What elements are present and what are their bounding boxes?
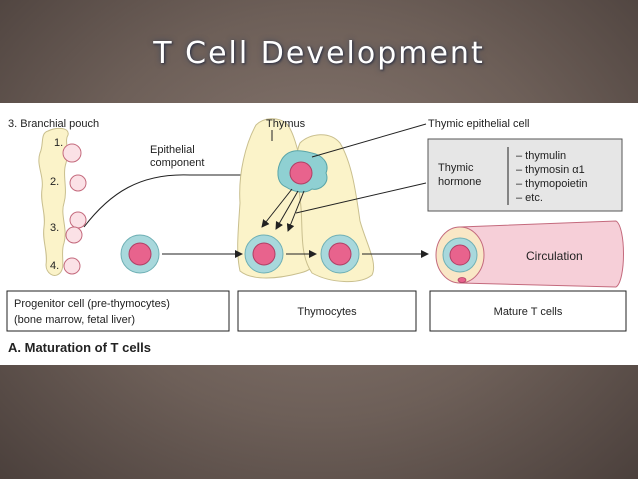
pouch-bud-3a	[69, 211, 87, 229]
pouch-number-4: 4.	[50, 260, 59, 272]
circulation-label: Circulation	[526, 249, 583, 263]
hormone-pointer	[295, 182, 427, 214]
epithelial-arrow	[83, 171, 281, 228]
mature-box-label: Mature T cells	[494, 306, 563, 318]
thymus-label: Thymus	[266, 118, 306, 130]
hormone-item-4: – etc.	[516, 192, 543, 204]
diagram-panel: 3. Branchial pouch 1. 2. 3. 4. Epithelia…	[0, 103, 638, 365]
slide-title: T Cell Development	[153, 36, 485, 71]
branchial-pouch-label: 3. Branchial pouch	[8, 118, 99, 130]
thymic-hormone-box	[427, 138, 623, 212]
pouch-number-2: 2.	[50, 176, 59, 188]
progenitor-box-line2: (bone marrow, fetal liver)	[14, 314, 135, 326]
hormone-arrow-2	[275, 190, 299, 230]
maturing-cell-nucleus	[328, 242, 352, 266]
pouch-bud-1	[62, 143, 82, 163]
thymocyte-cell-nucleus	[252, 242, 276, 266]
pouch-number-1: 1.	[54, 137, 63, 149]
pouch-bud-3b	[65, 226, 83, 244]
hormone-label-line1: Thymic	[438, 162, 474, 174]
hormone-arrow-1	[261, 188, 293, 228]
epithelial-label-line1: Epithelial	[150, 144, 195, 156]
thymic-epithelial-label: Thymic epithelial cell	[428, 118, 529, 130]
thymocytes-box	[237, 290, 417, 332]
hormone-item-1: – thymulin	[516, 150, 566, 162]
hormone-arrow-3	[286, 190, 305, 232]
diagram-caption: A. Maturation of T cells	[8, 340, 151, 355]
mature-t-cell-nucleus	[449, 244, 471, 266]
progenitor-box-line1: Progenitor cell (pre-thymocytes)	[14, 298, 170, 310]
vessel-small-cell	[457, 277, 467, 283]
thymocytes-box-label: Thymocytes	[297, 306, 357, 318]
hormone-label-line2: hormone	[438, 176, 481, 188]
hormone-item-2: – thymosin α1	[516, 164, 585, 176]
progenitor-box	[6, 290, 230, 332]
progenitor-cell-nucleus	[128, 242, 152, 266]
t-cell-maturation-diagram: 3. Branchial pouch 1. 2. 3. 4. Epithelia…	[6, 118, 627, 355]
pouch-bud-2	[69, 174, 87, 192]
pouch-bud-4	[63, 257, 81, 275]
hormone-item-3: – thymopoietin	[516, 178, 588, 190]
thymic-epithelial-cell-nucleus	[289, 161, 313, 185]
pouch-number-3: 3.	[50, 222, 59, 234]
mature-box	[429, 290, 627, 332]
epithelial-label-line2: component	[150, 157, 204, 169]
thymic-epithelial-pointer	[311, 123, 427, 158]
